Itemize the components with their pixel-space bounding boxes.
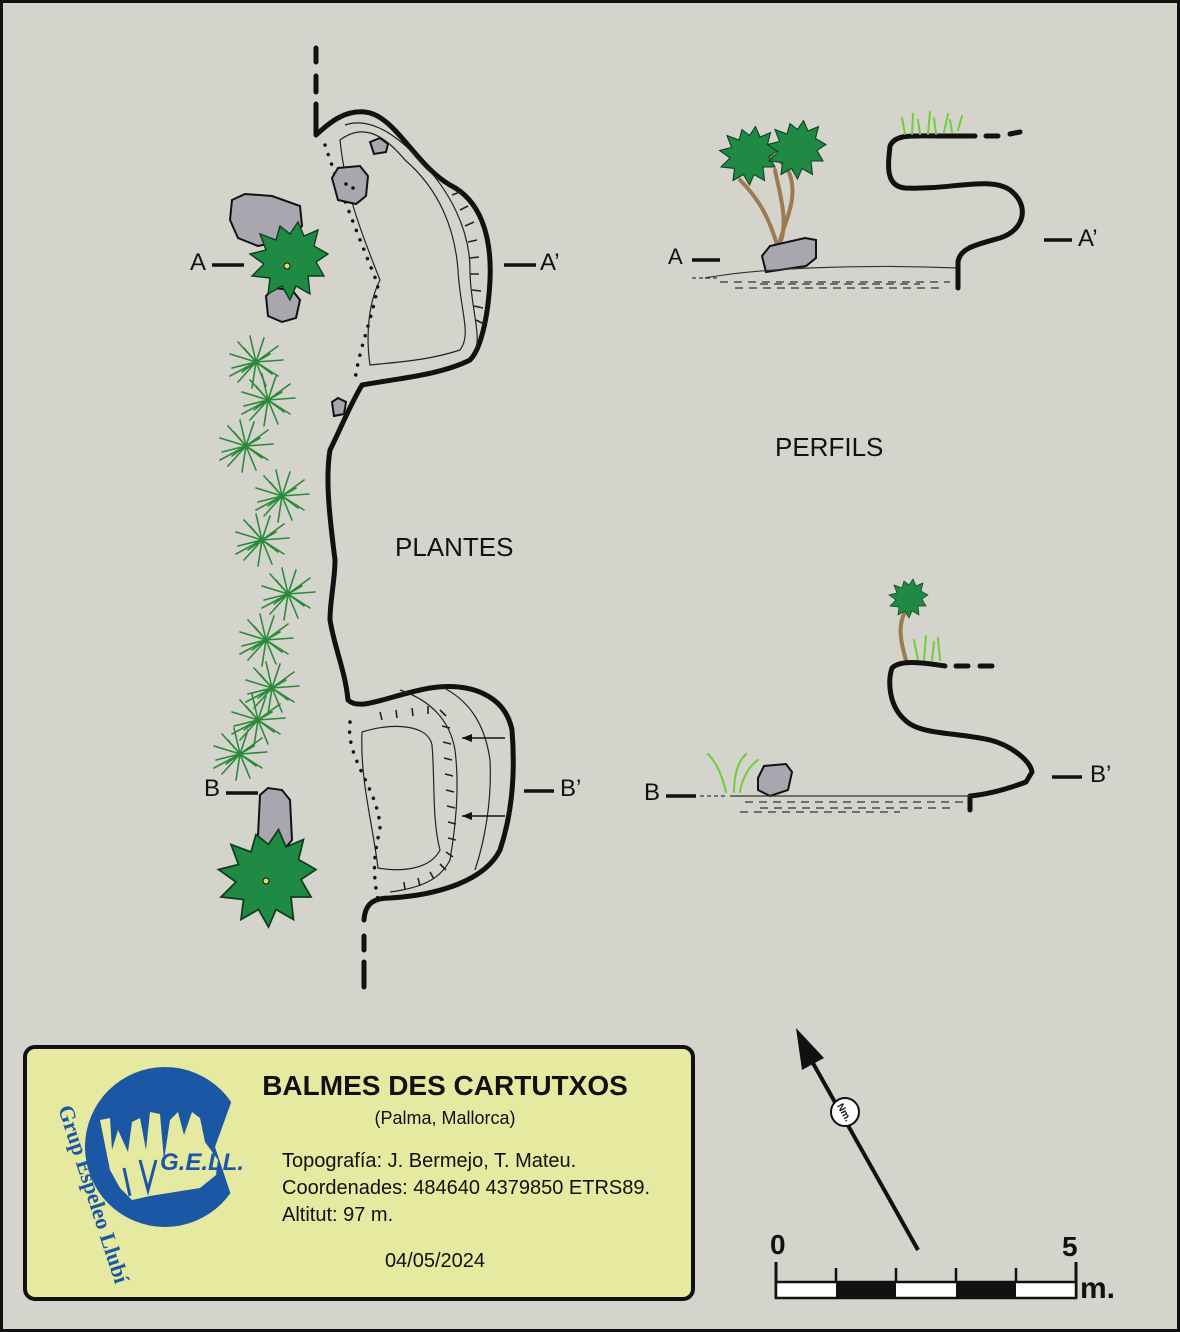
plan-slope-ticks-lower — [379, 706, 457, 891]
profile-title: PERFILS — [775, 432, 883, 462]
plan-rock-small-1 — [368, 136, 390, 156]
plan-contour-lower-2 — [389, 689, 458, 893]
profile-b: B B’ — [644, 578, 1111, 813]
plan-contour-upper-1 — [339, 131, 466, 366]
svg-text:B’: B’ — [1090, 761, 1111, 788]
section-a-prime-label: A’ — [540, 249, 560, 276]
north-arrow: Nm. — [796, 1028, 920, 1251]
profile-a: A A’ — [668, 111, 1098, 291]
svg-text:B: B — [644, 779, 660, 806]
plan-contour-lower-1 — [361, 725, 441, 871]
section-b-label: B — [204, 775, 220, 802]
cave-name: BALMES DES CARTUTXOS — [262, 1070, 628, 1101]
altitude: Altitut: 97 m. — [282, 1204, 393, 1226]
plan-palmetto-column — [213, 335, 316, 781]
plan-rock-boulder — [330, 164, 370, 206]
scale-unit: m. — [1080, 1272, 1115, 1305]
scale-end: 5 — [1062, 1231, 1078, 1262]
section-a-label: A — [190, 249, 206, 276]
plan-contour-lower-3 — [439, 685, 491, 871]
survey-date: 04/05/2024 — [385, 1250, 485, 1272]
coordinates: Coordenades: 484640 4379850 ETRS89. — [282, 1177, 650, 1199]
logo-abbrev: G.E.LL. — [160, 1149, 244, 1176]
profile-view: PERFILS A A’ — [644, 111, 1111, 813]
scale-bar: 0 5 m. — [770, 1229, 1115, 1305]
cave-location: (Palma, Mallorca) — [374, 1108, 515, 1128]
scale-start: 0 — [770, 1229, 786, 1260]
section-b-prime-label: B’ — [560, 775, 581, 802]
plan-rock-a2 — [264, 286, 302, 324]
svg-text:A’: A’ — [1078, 225, 1098, 252]
plan-rock-small-2 — [330, 396, 348, 418]
info-box: G.E.LL. Grup Espeleo Llubí BALMES DES CA… — [23, 1045, 695, 1301]
plan-contour-upper-2 — [344, 122, 478, 353]
topography-credit: Topografía: J. Bermejo, T. Mateu. — [282, 1150, 576, 1172]
plan-dripline-lower — [347, 720, 382, 902]
plan-wall-outline — [313, 45, 516, 990]
svg-text:A: A — [668, 244, 683, 269]
plan-slope-ticks-upper — [451, 191, 485, 325]
plan-view: A A’ B B’ PLANTES — [190, 45, 581, 990]
plan-title: PLANTES — [395, 532, 514, 562]
north-arrow-badge — [830, 1097, 860, 1127]
